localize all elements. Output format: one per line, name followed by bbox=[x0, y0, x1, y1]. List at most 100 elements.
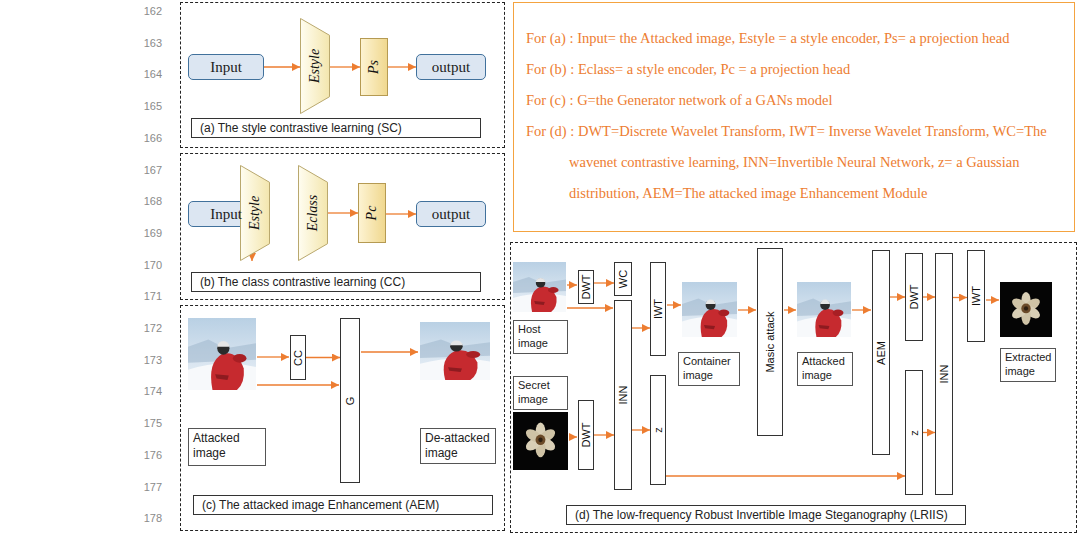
image-label-box: Container image bbox=[678, 352, 740, 386]
projection-head: Pc bbox=[358, 183, 386, 243]
module-box: AEM bbox=[872, 250, 890, 455]
flow-arrow bbox=[361, 351, 418, 352]
module-box: Masic attack bbox=[757, 248, 783, 436]
flow-arrow bbox=[986, 299, 999, 300]
line-number: 176 bbox=[136, 449, 162, 461]
io-box: output bbox=[416, 201, 486, 227]
panel-box: CC G Attacked image De-attacked image (c) Th… bbox=[180, 305, 505, 531]
node-text: WC bbox=[617, 270, 629, 288]
io-box: output bbox=[416, 54, 486, 80]
connector-arrow bbox=[594, 434, 614, 435]
caption-text: (a) The style contrastive learning (SC) bbox=[191, 118, 481, 138]
panel-box: InputEstyleEclassPcoutput(b) The class c… bbox=[180, 153, 505, 300]
flow-arrow bbox=[569, 436, 577, 437]
image-label-box: De-attacked image bbox=[420, 428, 496, 464]
node-text: output bbox=[432, 59, 470, 76]
node-text: INN bbox=[938, 365, 950, 384]
module-box: DWT bbox=[905, 253, 923, 341]
module-box: IWT bbox=[650, 262, 666, 356]
node-text: Extracted image bbox=[1005, 351, 1051, 379]
module-box: INN bbox=[614, 300, 632, 490]
connector-arrow bbox=[953, 297, 967, 298]
node-text: DWT bbox=[580, 422, 592, 447]
module-box: z bbox=[905, 370, 923, 495]
node-text: Attacked image bbox=[802, 355, 848, 383]
line-number: 177 bbox=[136, 481, 162, 493]
encoder-trapezoid: Estyle bbox=[300, 18, 330, 114]
legend-note: For (b) : Eclass= a style encoder, Pc = … bbox=[514, 54, 1074, 85]
secret-picture bbox=[513, 412, 568, 470]
node-text: Host image bbox=[518, 323, 563, 351]
io-box: Input bbox=[188, 54, 264, 80]
line-number: 175 bbox=[136, 417, 162, 429]
node-text: G bbox=[344, 396, 356, 405]
legend-box: For (a) : Input= the Attacked image, Est… bbox=[513, 2, 1075, 232]
container-picture bbox=[682, 282, 737, 337]
attacked-picture bbox=[797, 282, 851, 337]
node-text: Attacked image bbox=[193, 431, 261, 461]
line-number: 171 bbox=[136, 290, 162, 302]
flow-arrow bbox=[784, 309, 796, 310]
connector-arrow bbox=[388, 66, 416, 67]
legend-note: For (a) : Input= the Attacked image, Est… bbox=[514, 23, 1074, 54]
node-text: Input bbox=[210, 59, 242, 76]
encoder-trapezoid: Estyle bbox=[240, 165, 270, 261]
line-number: 174 bbox=[136, 385, 162, 397]
module-box: IWT bbox=[967, 250, 985, 342]
connector-arrow bbox=[264, 66, 300, 67]
flow-arrow bbox=[257, 384, 339, 385]
flow-arrow bbox=[567, 284, 577, 285]
line-number: 169 bbox=[136, 227, 162, 239]
connector-arrow bbox=[632, 429, 650, 430]
connector-arrow bbox=[632, 327, 650, 328]
node-text: IWT bbox=[652, 299, 664, 319]
node-text: Ps bbox=[366, 60, 382, 74]
node-text: Secret image bbox=[518, 379, 563, 407]
node-text: Container image bbox=[683, 355, 735, 383]
module-box: INN bbox=[935, 253, 953, 495]
flow-arrow bbox=[667, 304, 681, 305]
connector-arrow bbox=[306, 357, 340, 358]
connector-arrow bbox=[594, 282, 614, 283]
node-text: Pc bbox=[364, 206, 380, 221]
module-box: DWT bbox=[578, 270, 594, 304]
image-label-box: Extracted image bbox=[1000, 348, 1056, 382]
node-text: z bbox=[908, 430, 920, 436]
connector-arrow bbox=[890, 296, 905, 297]
connector-arrow bbox=[666, 475, 905, 476]
line-number: 162 bbox=[136, 5, 162, 17]
flow-arrow bbox=[738, 309, 756, 310]
line-number: 163 bbox=[136, 37, 162, 49]
line-number: 168 bbox=[136, 195, 162, 207]
module-box: WC bbox=[614, 262, 632, 296]
node-text: Input bbox=[210, 206, 242, 223]
image-label-box: Host image bbox=[513, 320, 568, 354]
node-text: DWT bbox=[908, 284, 920, 309]
trapezoid-shape bbox=[299, 166, 328, 261]
image-label-box: Attacked image bbox=[188, 428, 266, 466]
line-number: 166 bbox=[136, 132, 162, 144]
node-text: CC bbox=[292, 350, 304, 366]
node-text: Estyle bbox=[247, 196, 263, 230]
trapezoid-shape bbox=[301, 19, 330, 114]
de-attacked-picture bbox=[420, 322, 490, 380]
caption-text: (c) The attacked image Enhancement (AEM) bbox=[193, 495, 493, 515]
line-number: 172 bbox=[136, 322, 162, 334]
node-text: z bbox=[652, 427, 664, 433]
connector-arrow bbox=[328, 212, 358, 213]
node-text: IWT bbox=[970, 286, 982, 306]
flow-arrow bbox=[257, 356, 289, 357]
line-number: 173 bbox=[136, 354, 162, 366]
host-picture bbox=[513, 262, 566, 312]
image-label-box: Attacked image bbox=[797, 352, 853, 386]
node-text: AEM bbox=[875, 341, 887, 365]
trapezoid-shape bbox=[241, 166, 270, 261]
line-number: 165 bbox=[136, 100, 162, 112]
image-label-box: Secret image bbox=[513, 376, 568, 410]
module-box: CC bbox=[290, 335, 306, 380]
caption-text: (d) The low-frequency Robust Invertible … bbox=[566, 505, 966, 525]
connector-arrow bbox=[386, 213, 416, 214]
attacked-picture bbox=[188, 318, 256, 390]
node-text: Masic attack bbox=[764, 311, 776, 372]
